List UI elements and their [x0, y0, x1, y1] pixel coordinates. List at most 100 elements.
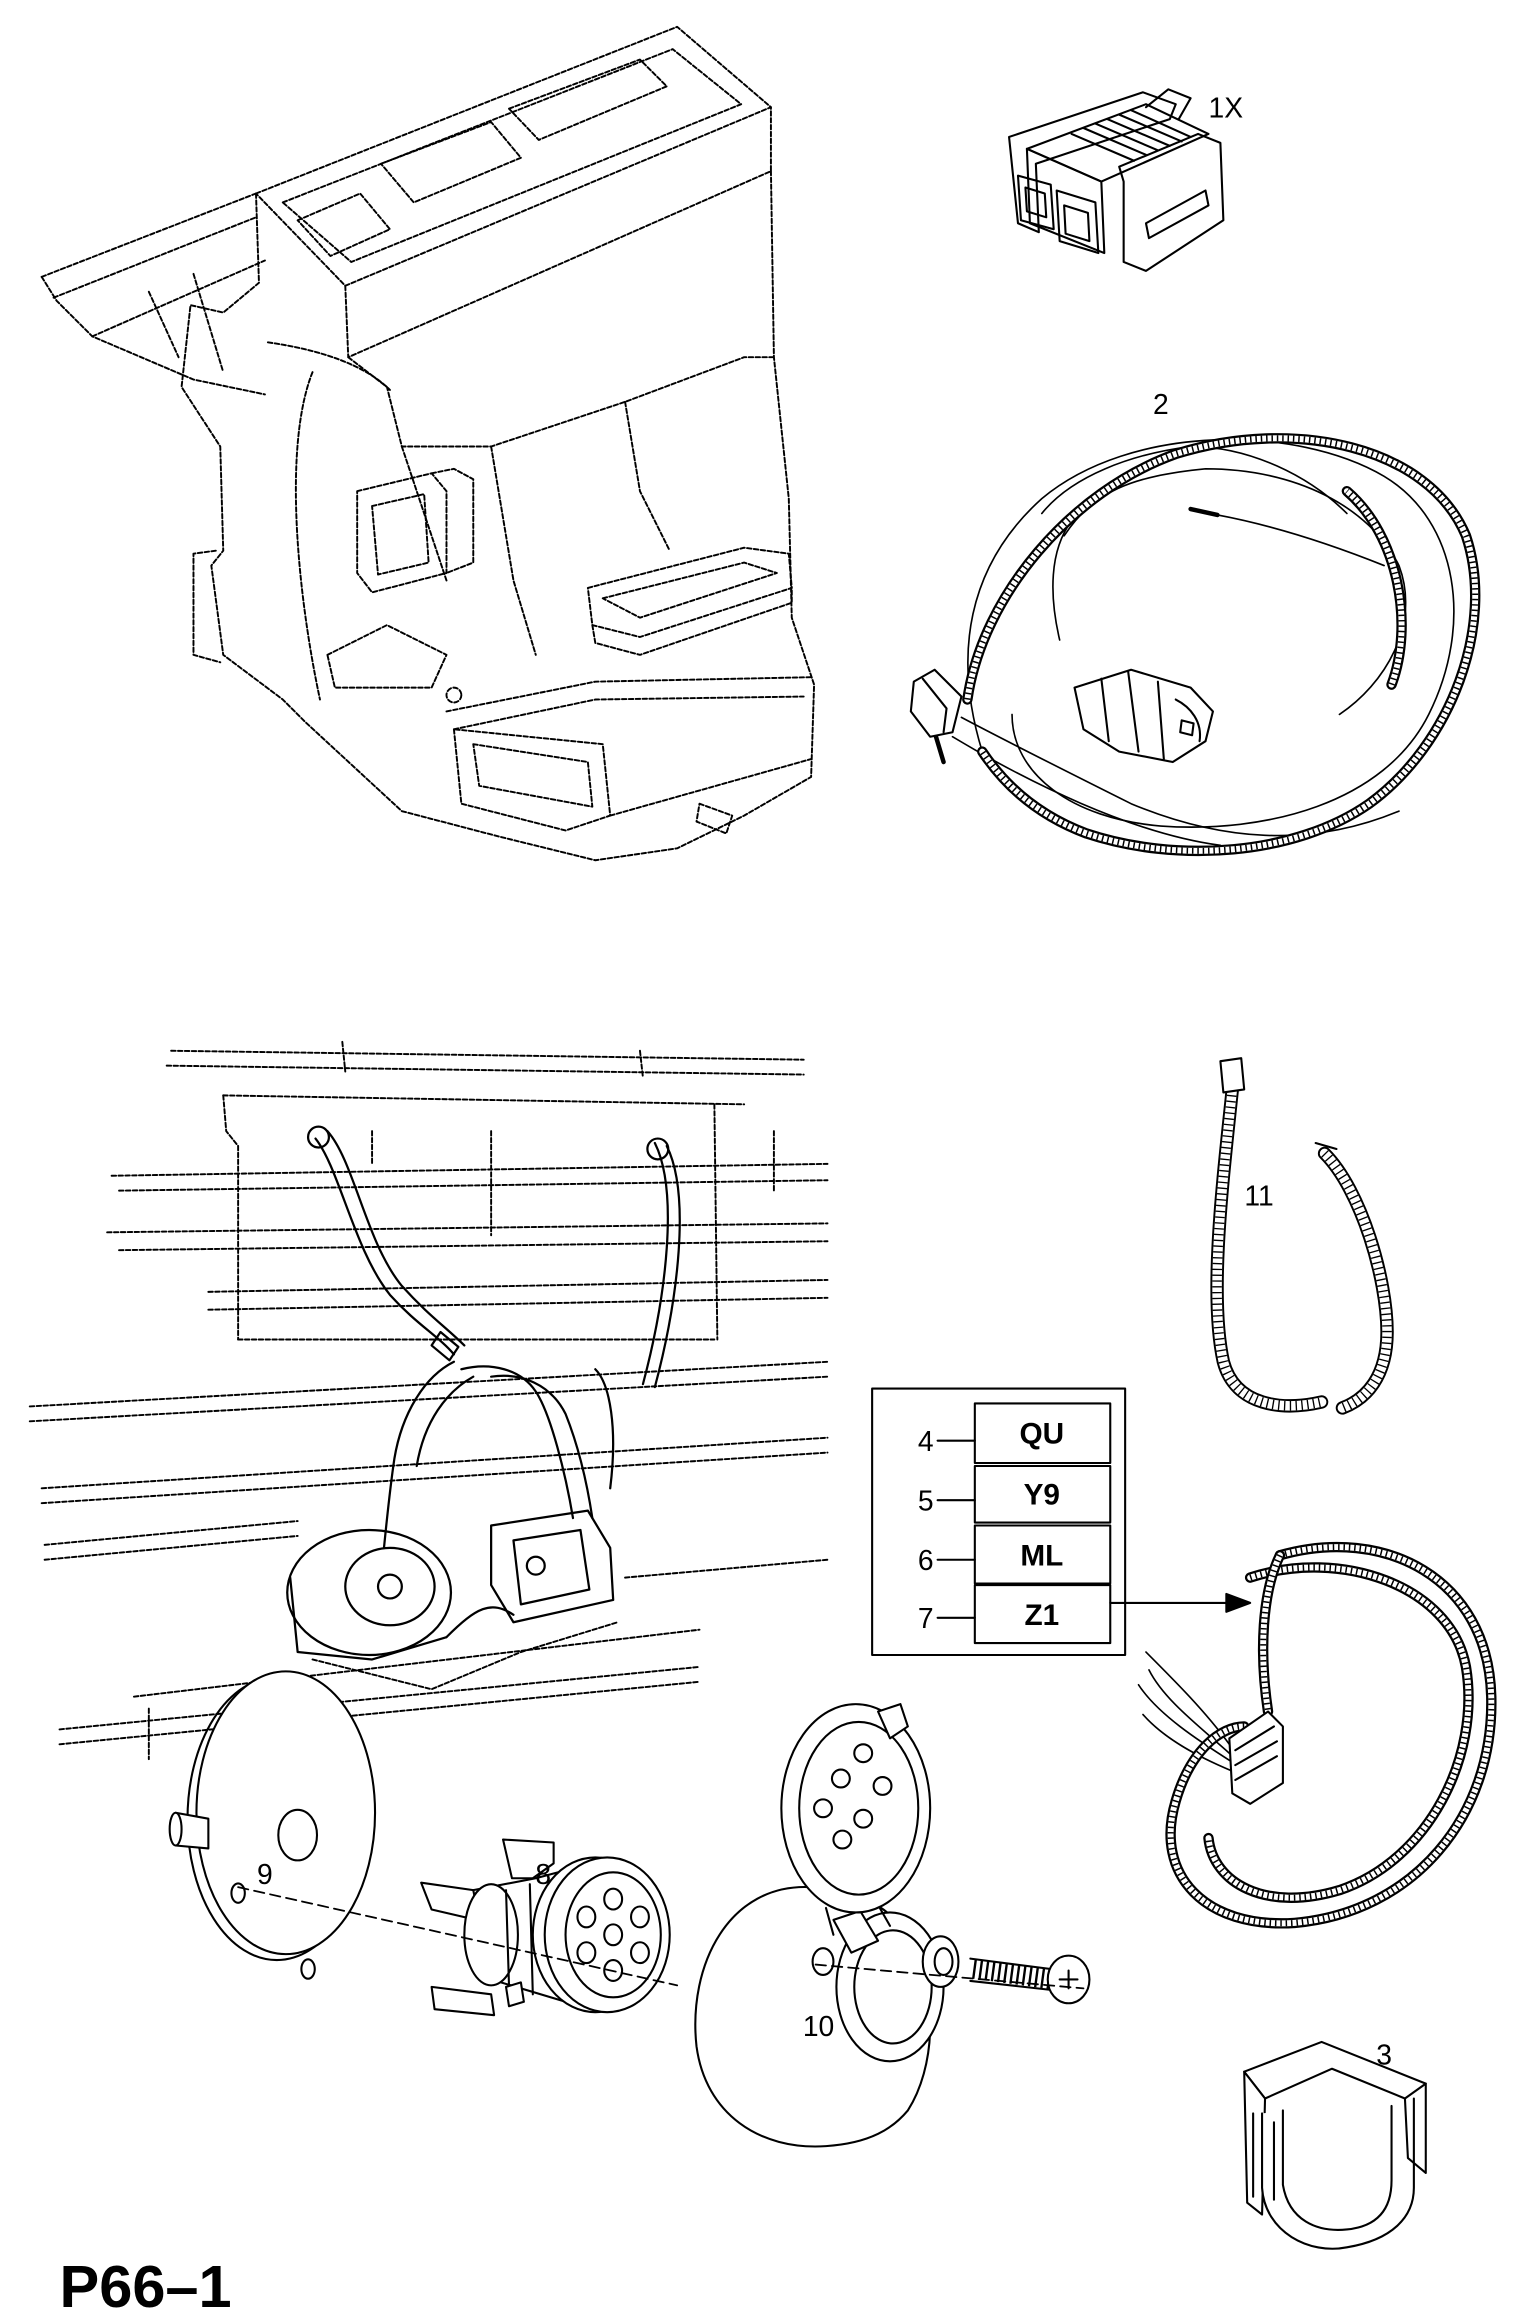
option-row: 4 QU [918, 1402, 1112, 1465]
housing-screw [445, 686, 463, 704]
panel-line [170, 1049, 805, 1061]
cable-tie-strap [1210, 1082, 1329, 1413]
housing-tray-line [40, 192, 257, 278]
housing-tray-line [52, 216, 257, 299]
socket-pin-hole [629, 1941, 650, 1965]
screw-head-slot [1058, 1969, 1079, 1990]
clip-u-inner [1281, 2104, 1393, 2231]
cable-tie-tip [1314, 1141, 1338, 1151]
assembly-line [814, 1963, 1085, 1990]
cable-tie-strap-strap-core [1319, 1148, 1392, 1413]
panel-line [40, 1436, 829, 1490]
housing-lower-outlet [445, 676, 813, 713]
housing-lower-outlet [609, 758, 813, 817]
page-code: P66–1 [60, 2253, 232, 2320]
socket-pin-hole [603, 1923, 624, 1947]
harness-2-conduit-conduit-rib [964, 435, 1479, 854]
cable [326, 1130, 466, 1347]
housing-latch [832, 1909, 880, 1954]
heater-housing-drawing [40, 25, 816, 862]
option-row-number: 4 [918, 1425, 934, 1457]
callout-9: 9 [257, 1858, 273, 1890]
installed-connector [525, 1555, 546, 1576]
option-code-cell [973, 1524, 1112, 1585]
connector-socket [1055, 189, 1100, 255]
panel-line [311, 1621, 619, 1691]
socket-body-back [463, 1883, 519, 1987]
housing-lid-inner [798, 1720, 920, 1896]
housing-side-connector [356, 472, 448, 594]
harness-conduit-conduit-rib [1167, 1544, 1495, 1927]
housing-lid [780, 1703, 932, 1914]
connector-rib [1106, 118, 1171, 147]
panel-line [165, 1064, 805, 1076]
panel-line [222, 1094, 746, 1106]
option-code-cell [973, 1464, 1112, 1524]
socket-lug [504, 1981, 525, 2008]
panel-line [341, 1040, 347, 1073]
housing-tray-line [40, 275, 266, 396]
housing-side-connector [430, 467, 475, 574]
screw-shank-edge [969, 1957, 1052, 1991]
harness-2-connector-line [1156, 680, 1165, 761]
dashboard-installation-view [28, 1040, 829, 1761]
option-row: 6 ML [918, 1524, 1112, 1585]
callout-11: 11 [1244, 1180, 1273, 1212]
housing-lower-outlet [472, 743, 594, 808]
option-code: Y9 [1024, 1479, 1060, 1512]
option-code-cell [973, 1584, 1112, 1645]
callout-10: 10 [803, 2010, 834, 2042]
option-code-table: 4 QU 5 Y9 6 ML 7 Z1 [871, 1387, 1252, 1657]
panel-line [43, 1520, 299, 1546]
option-code: Z1 [1024, 1599, 1059, 1632]
panel-line [43, 1534, 299, 1561]
wiring-harness-2-drawing [909, 433, 1481, 857]
cable [490, 1374, 594, 1520]
panel-line [207, 1296, 829, 1311]
option-row-number: 6 [918, 1544, 934, 1576]
connector-rib [1130, 109, 1192, 138]
cable [460, 1365, 575, 1520]
harness-2-connector [1073, 668, 1214, 764]
connector-rib [1118, 113, 1183, 143]
assembly-line [237, 1886, 679, 1987]
harness-2-wire-end [1188, 506, 1220, 518]
socket-housing-10-drawing [694, 1703, 945, 2148]
panel-line [222, 1094, 240, 1341]
panel-line [28, 1375, 829, 1423]
cable-grommet [306, 1125, 331, 1149]
panel-line [28, 1360, 829, 1408]
housing-lid-boss [872, 1775, 893, 1796]
cable [314, 1137, 456, 1356]
connector-clip-slot [1144, 189, 1210, 240]
connector-rib [1070, 132, 1136, 162]
plate-center-hole [277, 1808, 319, 1862]
housing-lid-boss [853, 1743, 874, 1764]
cable-tie-strap-strap-core [1212, 1084, 1327, 1411]
option-row-number: 7 [918, 1602, 934, 1634]
harness-2-wire [1216, 514, 1385, 567]
housing-lower-outlet [452, 695, 805, 731]
housing-body-line [266, 341, 391, 391]
connector-socket [1063, 204, 1091, 243]
option-code-cell [973, 1402, 1112, 1465]
housing-lid-boss [853, 1808, 874, 1829]
panel-line [40, 1451, 829, 1505]
panel-line [118, 1179, 829, 1192]
clip-3-drawing [1243, 2040, 1427, 2250]
housing-body-line [624, 400, 671, 552]
housing-lid-boss [813, 1798, 833, 1819]
cable-clip [430, 1330, 460, 1362]
installed-connector [490, 1509, 615, 1624]
callout-8: 8 [535, 1858, 551, 1890]
harness-2-small-connector [909, 668, 963, 738]
socket-body-line [504, 1883, 534, 1996]
panel-line [118, 1240, 829, 1252]
panel-line [713, 1103, 719, 1341]
housing-outlet [586, 546, 793, 638]
socket-pin-hole [603, 1959, 624, 1982]
callout-2: 2 [1153, 388, 1169, 420]
cable [594, 1368, 615, 1490]
housing-side-connector [371, 493, 430, 576]
